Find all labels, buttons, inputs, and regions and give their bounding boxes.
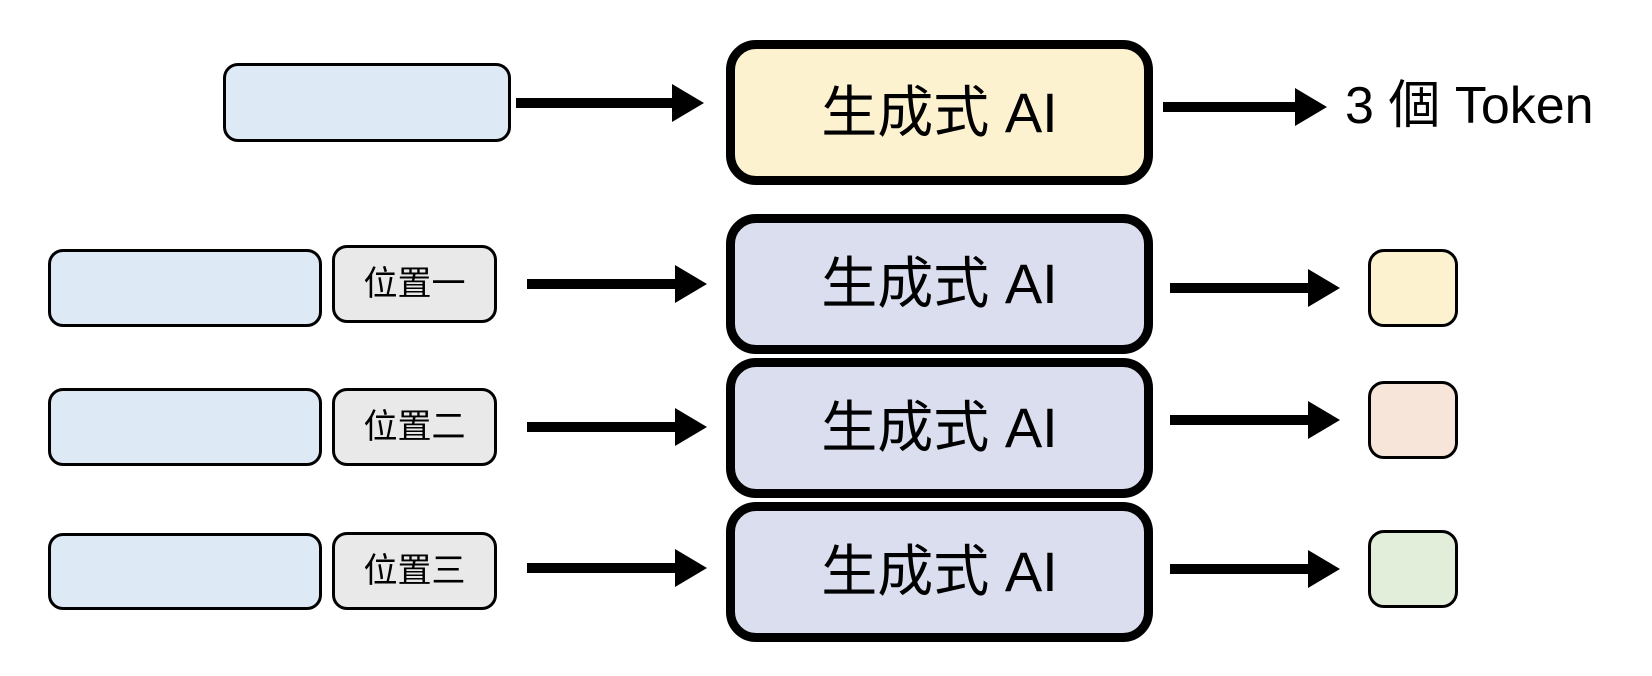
- generative-ai-label: 生成式 AI: [821, 540, 1058, 603]
- position-2-label: 位置二: [363, 408, 466, 446]
- arrow-head: [1295, 88, 1327, 126]
- arrow-right-icon: [527, 265, 707, 303]
- arrow-head: [675, 408, 707, 446]
- token-1-box: [1368, 249, 1458, 327]
- token-2-box: [1368, 381, 1458, 459]
- arrow-shaft: [527, 279, 675, 289]
- arrow-shaft: [527, 422, 675, 432]
- arrow-right-icon: [1170, 550, 1340, 588]
- arrow-shaft: [527, 563, 675, 573]
- arrow-shaft: [516, 98, 672, 108]
- position-1-label: 位置一: [363, 265, 466, 303]
- input-sequence-box-row1: [223, 63, 511, 142]
- arrow-right-icon: [527, 408, 707, 446]
- generative-ai-box-top: 生成式 AI: [726, 40, 1153, 185]
- arrow-head: [1308, 550, 1340, 588]
- arrow-right-icon: [1170, 401, 1340, 439]
- generative-ai-box-3: 生成式 AI: [726, 502, 1153, 642]
- arrow-head: [675, 265, 707, 303]
- token-3-box: [1368, 530, 1458, 608]
- arrow-shaft: [1170, 564, 1308, 574]
- arrow-right-icon: [527, 549, 707, 587]
- position-2-box: 位置二: [332, 388, 497, 466]
- input-sequence-box-row3: [48, 388, 322, 466]
- arrow-right-icon: [516, 84, 704, 122]
- arrow-head: [672, 84, 704, 122]
- arrow-shaft: [1163, 102, 1295, 112]
- arrow-right-icon: [1170, 269, 1340, 307]
- generative-ai-label: 生成式 AI: [821, 396, 1058, 459]
- arrow-shaft: [1170, 415, 1308, 425]
- generative-ai-box-2: 生成式 AI: [726, 358, 1153, 498]
- arrow-head: [1308, 401, 1340, 439]
- arrow-head: [675, 549, 707, 587]
- position-1-box: 位置一: [332, 245, 497, 323]
- arrow-right-icon: [1163, 88, 1327, 126]
- input-sequence-box-row4: [48, 533, 322, 610]
- position-3-box: 位置三: [332, 532, 497, 610]
- token-count-label: 3 個 Token: [1345, 76, 1594, 135]
- generative-ai-label: 生成式 AI: [821, 252, 1058, 315]
- arrow-shaft: [1170, 283, 1308, 293]
- input-sequence-box-row2: [48, 249, 322, 327]
- generative-ai-box-1: 生成式 AI: [726, 214, 1153, 354]
- arrow-head: [1308, 269, 1340, 307]
- generative-ai-label: 生成式 AI: [821, 80, 1058, 144]
- position-3-label: 位置三: [363, 552, 466, 590]
